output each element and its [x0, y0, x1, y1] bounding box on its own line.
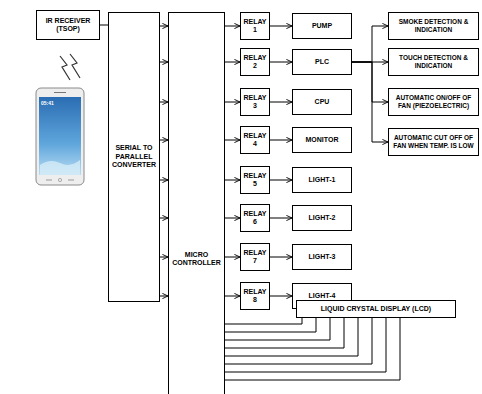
phone-speaker [54, 92, 66, 93]
phone-screen [39, 97, 81, 175]
connector-arrow [270, 140, 292, 141]
connector-arrow [270, 62, 292, 63]
load-box: PUMP [292, 13, 352, 39]
box-label: CPU [315, 98, 330, 106]
phone-button [58, 178, 61, 181]
box-label: AUTOMATIC ON/OFF OF FAN (PIEZOELECTRIC) [391, 94, 476, 110]
box-label: MONITOR [306, 136, 339, 144]
box-label: RELAY 6 [243, 210, 267, 227]
connector-arrow [270, 102, 292, 103]
load-box: MONITOR [292, 127, 352, 153]
connector-arrow [160, 62, 168, 63]
relay-box: RELAY 8 [240, 282, 270, 310]
relay-box: RELAY 6 [240, 204, 270, 232]
receiver-box: IR RECEIVER (TSOP) [36, 10, 100, 40]
relay-box: RELAY 3 [240, 88, 270, 116]
phone-button [68, 180, 74, 181]
connector-arrow [270, 296, 292, 297]
connector-arrow [160, 26, 168, 27]
box-label: IR RECEIVER (TSOP) [39, 17, 97, 34]
connector-arrow [225, 318, 400, 380]
function-box: TOUCH DETECTION & INDICATION [388, 48, 479, 76]
function-box: SMOKE DETECTION & INDICATION [388, 12, 479, 40]
connector-arrow [160, 257, 168, 258]
box-label: PLC [315, 58, 329, 66]
connector-arrow [270, 180, 292, 181]
function-box: AUTOMATIC ON/OFF OF FAN (PIEZOELECTRIC) [388, 88, 479, 116]
connector-arrow [160, 218, 168, 219]
box-label: MICRO CONTROLLER [171, 251, 222, 268]
connector-arrow [225, 102, 240, 103]
relay-box: RELAY 7 [240, 243, 270, 271]
phone-button [46, 180, 52, 181]
load-box: PLC [292, 49, 352, 75]
screen-cloud [40, 160, 80, 175]
connector-arrow [270, 26, 292, 27]
connector-arrow [270, 218, 292, 219]
connector-arrow [225, 257, 240, 258]
connector-arrow [160, 102, 168, 103]
box-label: PUMP [312, 22, 332, 30]
phone-body [36, 88, 84, 185]
wireless-signal [70, 54, 80, 78]
connector-arrow [160, 140, 168, 141]
box-label: RELAY 4 [243, 132, 267, 149]
box-label: RELAY 2 [243, 54, 267, 71]
function-box: AUTOMATIC CUT OFF OF FAN WHEN TEMP. IS L… [388, 128, 479, 156]
load-box: LIGHT-3 [292, 244, 352, 270]
connector-arrow [225, 26, 240, 27]
relay-box: RELAY 2 [240, 48, 270, 76]
connector-arrow [352, 62, 388, 142]
load-box: CPU [292, 89, 352, 115]
box-label: RELAY 8 [243, 288, 267, 305]
box-label: LIGHT-4 [309, 292, 336, 300]
connector-arrow [225, 140, 240, 141]
box-label: LIGHT-1 [309, 176, 336, 184]
box-label: RELAY 1 [243, 18, 267, 35]
box-label: AUTOMATIC CUT OFF OF FAN WHEN TEMP. IS L… [391, 134, 476, 150]
connector-arrow [160, 296, 168, 297]
box-label: SERIAL TO PARALLEL CONVERTER [111, 144, 157, 169]
controller-box: MICRO CONTROLLER [168, 12, 225, 394]
box-label: RELAY 5 [243, 172, 267, 189]
load-box: LIGHT-1 [292, 167, 352, 193]
box-label: LIQUID CRYSTAL DISPLAY (LCD) [321, 305, 431, 313]
box-label: LIGHT-2 [309, 214, 336, 222]
phone-clock: 05:41 [41, 101, 54, 106]
box-label: SMOKE DETECTION & INDICATION [391, 18, 476, 34]
relay-box: RELAY 1 [240, 12, 270, 40]
wireless-signal [60, 56, 70, 80]
connector-arrow [225, 218, 240, 219]
converter-box: SERIAL TO PARALLEL CONVERTER [108, 12, 160, 302]
load-box: LIGHT-2 [292, 205, 352, 231]
connector-arrow [225, 62, 240, 63]
connector-arrow [352, 26, 388, 62]
box-label: TOUCH DETECTION & INDICATION [391, 54, 476, 70]
box-label: RELAY 7 [243, 249, 267, 266]
box-label: RELAY 3 [243, 94, 267, 111]
box-label: LIGHT-3 [309, 253, 336, 261]
relay-box: RELAY 4 [240, 126, 270, 154]
connector-arrow [352, 62, 388, 102]
relay-box: RELAY 5 [240, 166, 270, 194]
connector-arrow [225, 296, 240, 297]
connector-arrow [160, 180, 168, 181]
connector-arrow [270, 257, 292, 258]
display-box: LIQUID CRYSTAL DISPLAY (LCD) [296, 300, 456, 318]
connector-arrow [225, 180, 240, 181]
